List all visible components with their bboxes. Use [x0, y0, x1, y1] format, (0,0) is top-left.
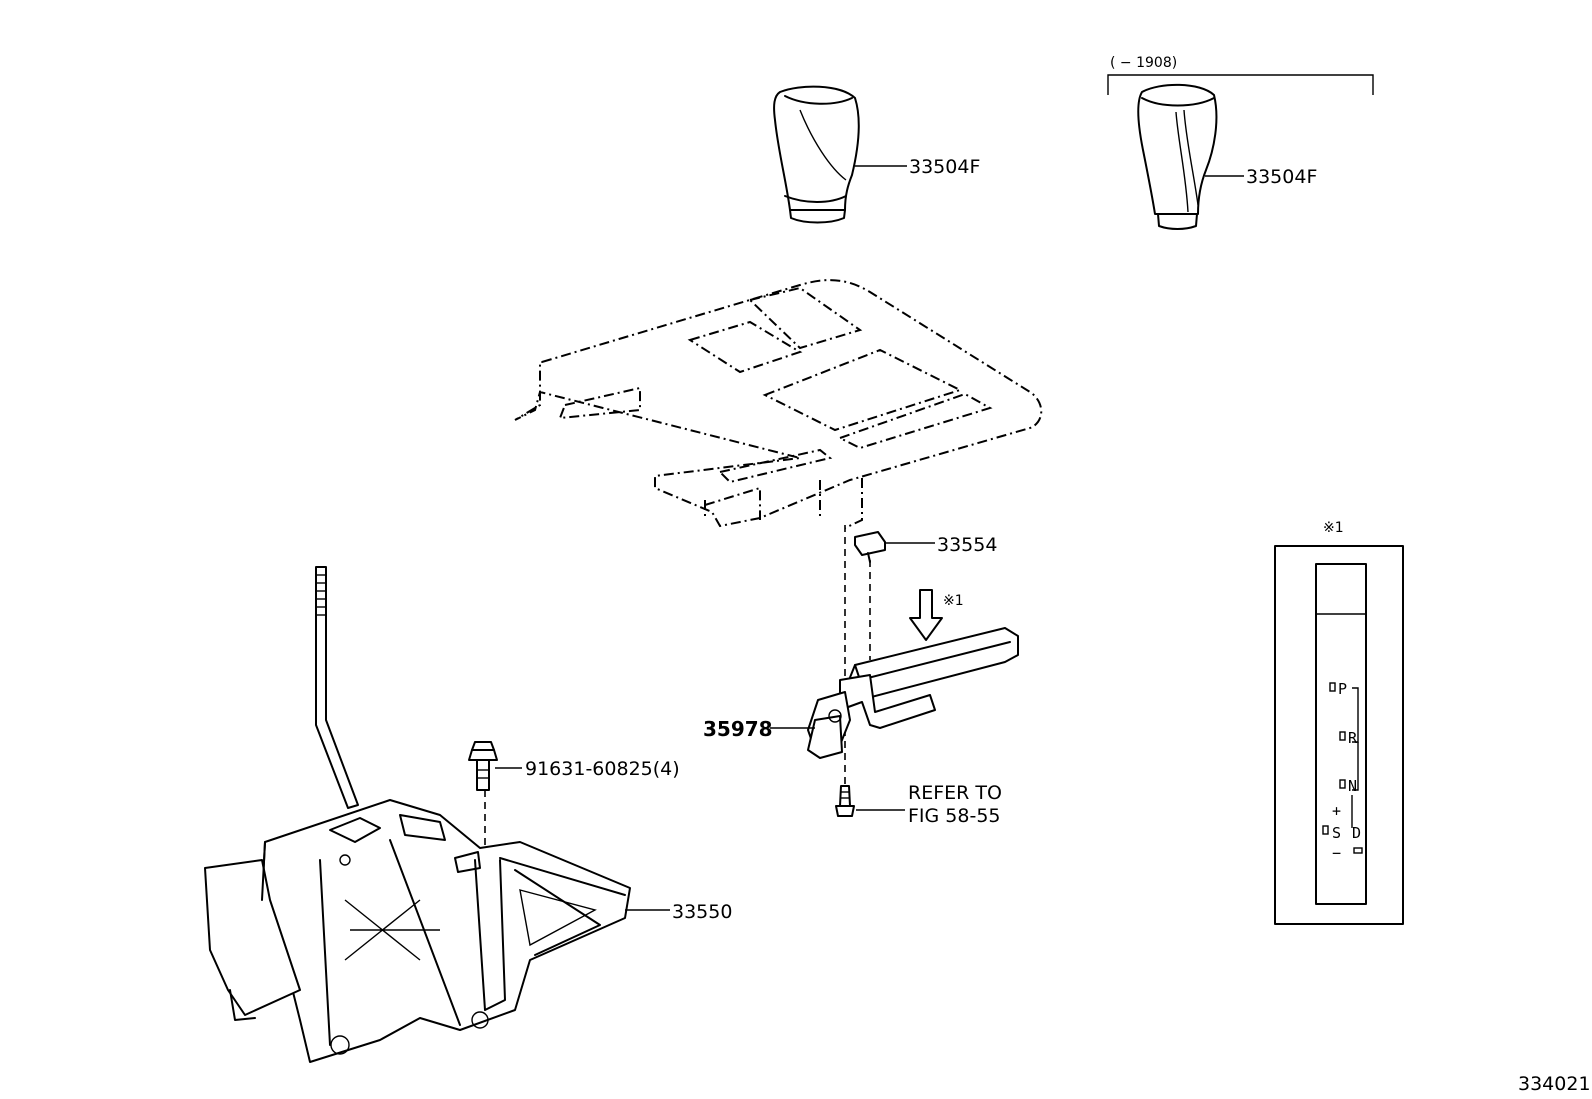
indicator-n: N — [1348, 777, 1357, 795]
bracket-date-range: ( − 1908) — [1110, 55, 1177, 71]
screw[interactable] — [835, 785, 905, 817]
callout-33554: 33554 — [937, 534, 997, 556]
callout-33550: 33550 — [672, 901, 732, 923]
shift-lever-assembly-33550[interactable] — [204, 566, 670, 1063]
indicator-plus: + — [1332, 802, 1341, 820]
callout-33504f-left: 33504F — [909, 156, 980, 178]
indicator-p: P — [1338, 680, 1347, 698]
shift-knob-left[interactable] — [773, 85, 907, 224]
callout-33504f-right: 33504F — [1246, 166, 1317, 188]
bolt-91631-60825[interactable] — [468, 741, 522, 791]
retainer-33554[interactable] — [854, 531, 935, 563]
indicator-minus: − — [1332, 844, 1341, 862]
figure-id: 334021B — [1518, 1073, 1592, 1095]
reference-arrow — [909, 589, 943, 641]
callout-bolt-91631-60825: 91631-60825(4) — [525, 758, 680, 780]
arrow-reference-mark: ※1 — [943, 593, 964, 609]
indicator-detail-inset — [1274, 545, 1404, 925]
indicator-d: D — [1352, 824, 1361, 842]
inset-title: ※1 — [1323, 520, 1344, 536]
indicator-r: R — [1348, 729, 1358, 747]
indicator-s: S — [1332, 824, 1341, 842]
screw-reference-line2: FIG 58-55 — [908, 805, 1001, 827]
position-indicator-35978[interactable] — [770, 627, 1019, 759]
console-panel-phantom — [514, 279, 1043, 529]
screw-reference-line1: REFER TO — [908, 782, 1002, 804]
shift-knob-right[interactable] — [1137, 83, 1244, 230]
callout-35978: 35978 — [703, 717, 773, 741]
date-bracket — [1107, 74, 1374, 95]
